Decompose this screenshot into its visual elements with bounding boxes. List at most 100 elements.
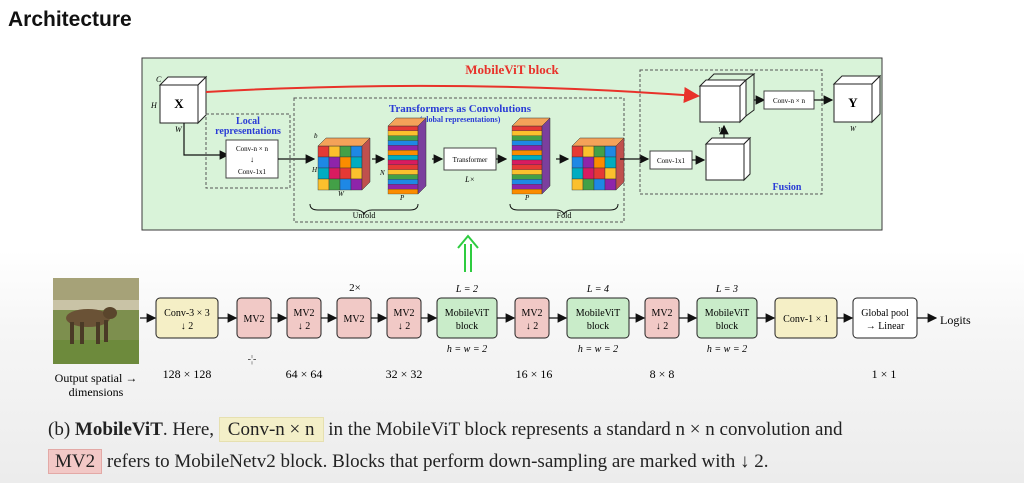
input-x-cube: X C H W [150,75,208,134]
pipeline-block-12-line1: Global pool [861,308,909,319]
cursor-mark: -¦- [248,354,257,365]
output-y-label: Y [848,95,858,110]
pipeline-block-4-line1: MV2 [343,314,364,325]
pipeline-block-8-line2: block [587,321,609,332]
caption-highlight-mv2: MV2 [48,449,103,474]
image-caption-2: dimensions [69,385,124,399]
caption-part3: refers to MobileNetv2 block. Blocks that… [102,451,769,472]
tensor-dim-b: b [314,132,318,140]
fusion-dim-w: W [718,126,725,134]
tensor-dim-p-1: P [399,194,405,202]
pipeline-block-10-line2: block [716,321,738,332]
tensor-dim-w: W [338,190,345,198]
local-representations-box [205,113,291,189]
fusion-upper-cube [698,73,756,124]
local-title-1: Local [236,116,260,127]
local-conv-1: Conv-1x1 [238,168,267,176]
caption-part1: . Here, [162,419,219,440]
pipeline-block-3-line2: ↓ 2 [298,321,311,332]
spatial-dimension-labels: 128 × 128 64 × 64 32 × 32 16 × 16 8 × 8 1 × 1 [163,367,897,381]
transformers-subtitle: (global representations) [420,115,501,124]
pipeline-block-11-line1: Conv-1 × 1 [783,314,829,325]
pipeline-block-8: MobileViT block L = 4 h = w = 2 [566,284,630,355]
spatial-label-3: 32 × 32 [386,367,423,381]
tensor-dim-n: N [379,169,385,177]
tensor-dim-h: H [311,166,318,174]
input-image [53,278,139,364]
pipeline-block-4: MV2 [336,297,372,339]
caption-prefix: (b) [48,419,75,440]
local-conv-n: Conv-n × n [236,145,268,153]
pipeline-block-6: MobileViT block L = 2 h = w = 2 [436,284,498,355]
input-dim-w: W [175,125,183,134]
slide-title: Architecture [8,8,132,31]
fusion-label: Fusion [773,182,802,193]
pipeline-block-10: MobileViT block L = 3 h = w = 2 [696,284,758,355]
tensor-dim-p-2: P [524,194,530,202]
local-title-2: representations [215,126,281,137]
fusion-box [639,69,823,195]
pipeline-block-7: MV2↓ 2 [514,297,550,339]
pipeline-block-12: Global pool → Linear [852,297,918,339]
architecture-diagram: MobileViT block X C H W Local representa… [53,57,971,399]
fusion-lower-cube [704,136,752,182]
pipeline-block-9: MV2↓ 2 [644,297,680,339]
pipeline-block-5-line1: MV2 [393,308,414,319]
pipeline-block-8-patch: h = w = 2 [578,344,618,355]
transformers-title: Transformers as Convolutions [389,103,532,115]
pipeline-block-6-line2: block [456,321,478,332]
pipeline-block-7-line2: ↓ 2 [526,321,539,332]
pipeline-block-9-line1: MV2 [651,308,672,319]
output-y-cube: Y W [832,74,882,133]
pipeline-block-5-line2: ↓ 2 [398,321,411,332]
skip-connection-arrow [205,84,700,103]
pipeline-block-6-line1: MobileViT [445,308,489,319]
pipeline-block-1-line2: ↓ 2 [181,321,194,332]
pipeline-block-10-layers: L = 3 [715,284,738,295]
pipeline-block-1-line1: Conv-3 × 3 [164,308,210,319]
pipeline-block-2-line1: MV2 [243,314,264,325]
svg-text:↓: ↓ [250,155,254,164]
pipeline-block-9-line2: ↓ 2 [656,321,669,332]
pipeline-block-12-line2: → Linear [866,321,905,332]
logits-label: Logits [940,313,971,327]
spatial-label-2: 64 × 64 [286,367,323,381]
tensor-visualizations [317,117,625,195]
mobilevit-block-title: MobileViT block [465,62,559,77]
input-x-label: X [174,96,184,111]
pipeline-block-3-line1: MV2 [293,308,314,319]
fusion-conv-n: Conv-n × n [773,97,805,105]
pipeline-block-5: MV2↓ 2 [386,297,422,339]
figure-caption: (b) MobileViT. Here, Conv-n × n in the M… [48,414,998,478]
pipeline-block-3: MV2↓ 2 [286,297,322,339]
fold-label: Fold [557,211,572,220]
pipeline-block-1: Conv-3 × 3 ↓ 2 [155,297,219,339]
caption-part2: in the MobileViT block represents a stan… [323,419,843,440]
pipeline-block-10-patch: h = w = 2 [707,344,747,355]
caption-model: MobileViT [74,419,163,440]
expand-arrow [457,234,479,272]
input-dim-h: H [150,101,158,110]
pipeline-block-8-line1: MobileViT [576,308,620,319]
pipeline-block-10-line1: MobileViT [705,308,749,319]
image-caption-1: Output spatial → [55,371,138,385]
repeat-2x-label: 2× [349,282,361,294]
spatial-label-1: 128 × 128 [163,367,212,381]
fusion-conv-1: Conv-1x1 [657,157,686,165]
unfold-label: Unfold [353,211,376,220]
input-dim-c: C [156,75,162,84]
transformer-repeat: L× [464,175,475,184]
spatial-label-4: 16 × 16 [516,367,553,381]
output-dim-w: W [850,125,857,133]
transformer-label: Transformer [453,156,488,164]
spatial-label-6: 1 × 1 [872,367,897,381]
pipeline-block-11: Conv-1 × 1 [774,297,838,339]
pipeline-block-6-layers: L = 2 [455,284,478,295]
pipeline-block-2: MV2 [236,297,272,339]
pipeline-block-8-layers: L = 4 [586,284,609,295]
spatial-label-5: 8 × 8 [650,367,675,381]
caption-highlight-conv: Conv-n × n [218,417,324,442]
pipeline-block-6-patch: h = w = 2 [447,344,487,355]
pipeline-block-7-line1: MV2 [521,308,542,319]
